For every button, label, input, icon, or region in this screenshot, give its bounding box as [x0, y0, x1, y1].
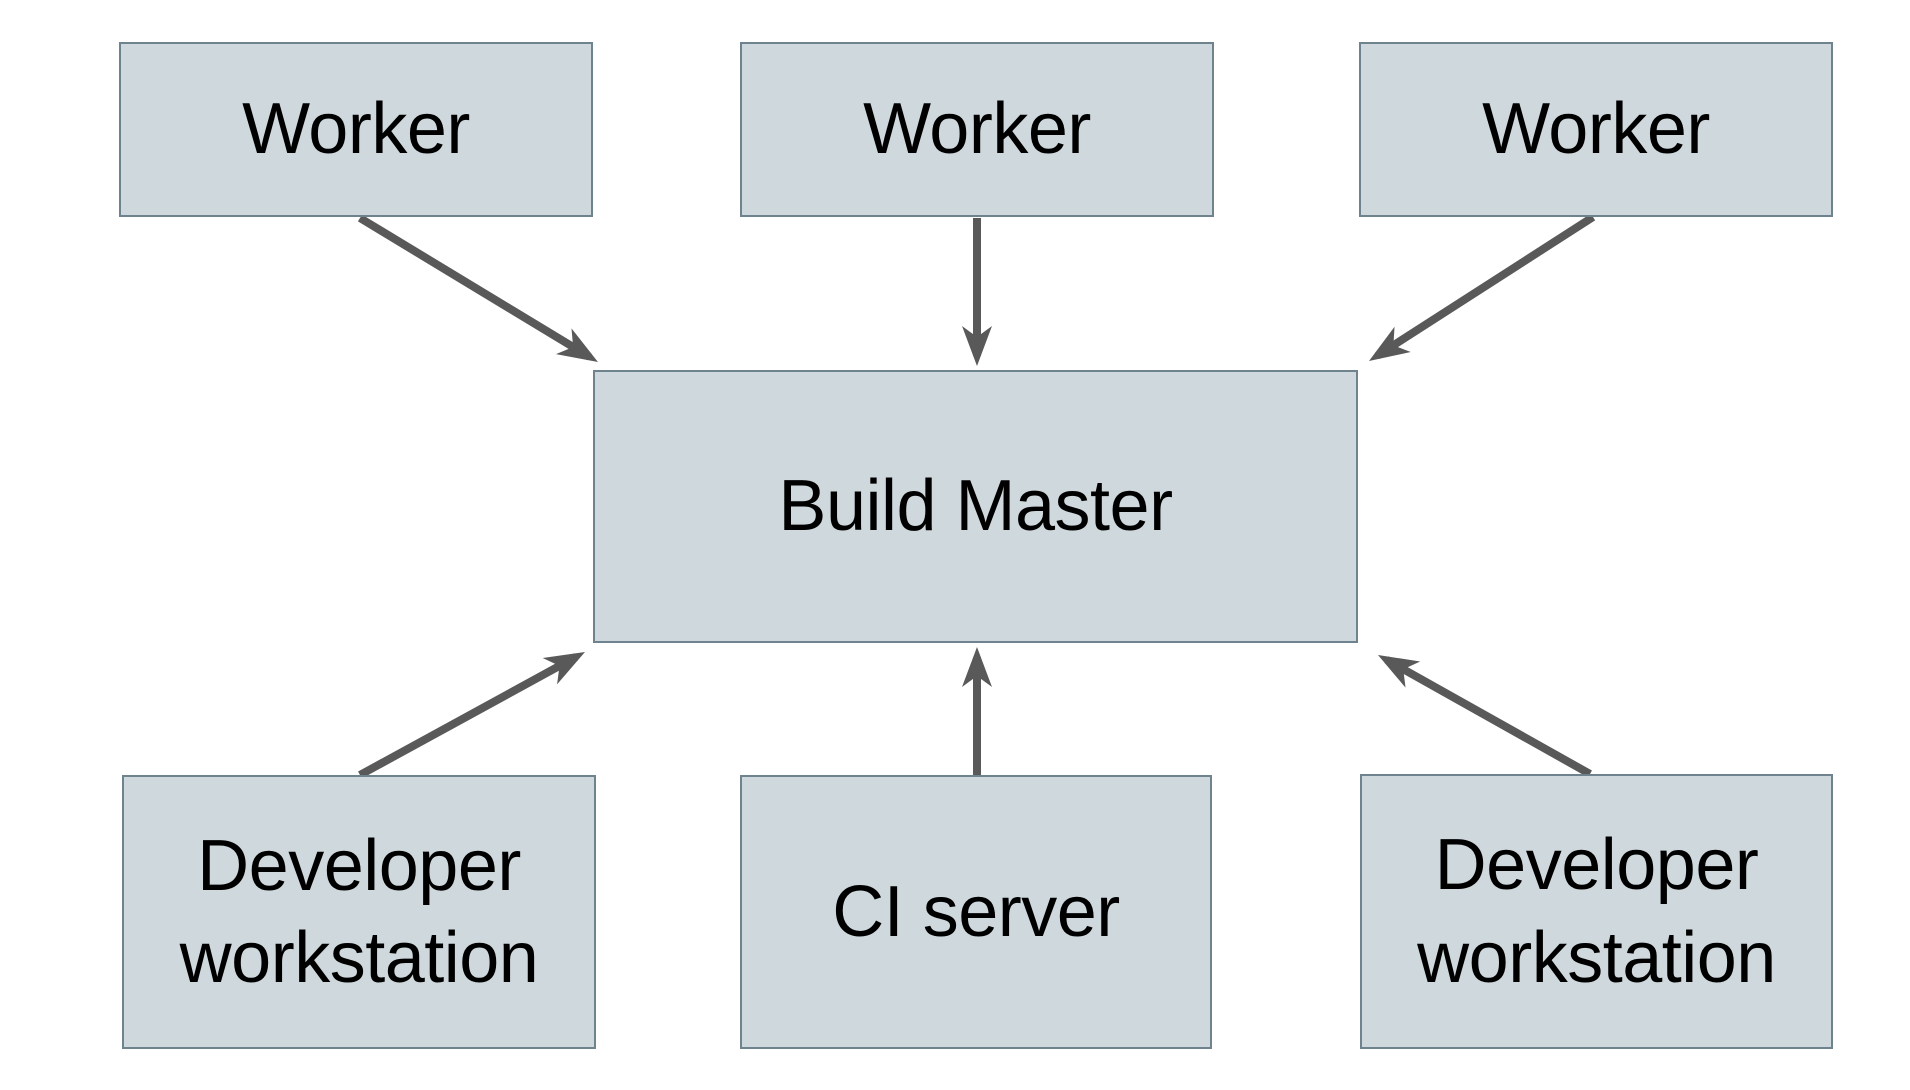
build-master-node-label: Build Master: [778, 466, 1173, 547]
ci-server-node-label: CI server: [832, 871, 1120, 952]
worker-node-3-label: Worker: [1482, 89, 1710, 170]
developer-workstation-node-right-label: Developer workstation: [1417, 825, 1776, 998]
build-master-node: Build Master: [593, 370, 1358, 643]
arrow-developer-workstation-left-to-build-master: [358, 652, 585, 779]
worker-node-2-label: Worker: [863, 89, 1091, 170]
developer-workstation-node-left-label: Developer workstation: [179, 825, 539, 998]
arrow-worker-3-to-build-master: [1368, 213, 1596, 362]
worker-node-1-label: Worker: [242, 89, 470, 170]
worker-node-2: Worker: [740, 42, 1214, 217]
developer-workstation-node-left: Developer workstation: [122, 775, 596, 1049]
worker-node-3: Worker: [1359, 42, 1833, 217]
arrow-developer-workstation-right-to-build-master: [1377, 655, 1592, 778]
worker-node-1: Worker: [119, 42, 593, 217]
arrow-worker-1-to-build-master: [357, 214, 598, 362]
ci-server-node: CI server: [740, 775, 1212, 1049]
developer-workstation-node-right: Developer workstation: [1360, 774, 1833, 1049]
